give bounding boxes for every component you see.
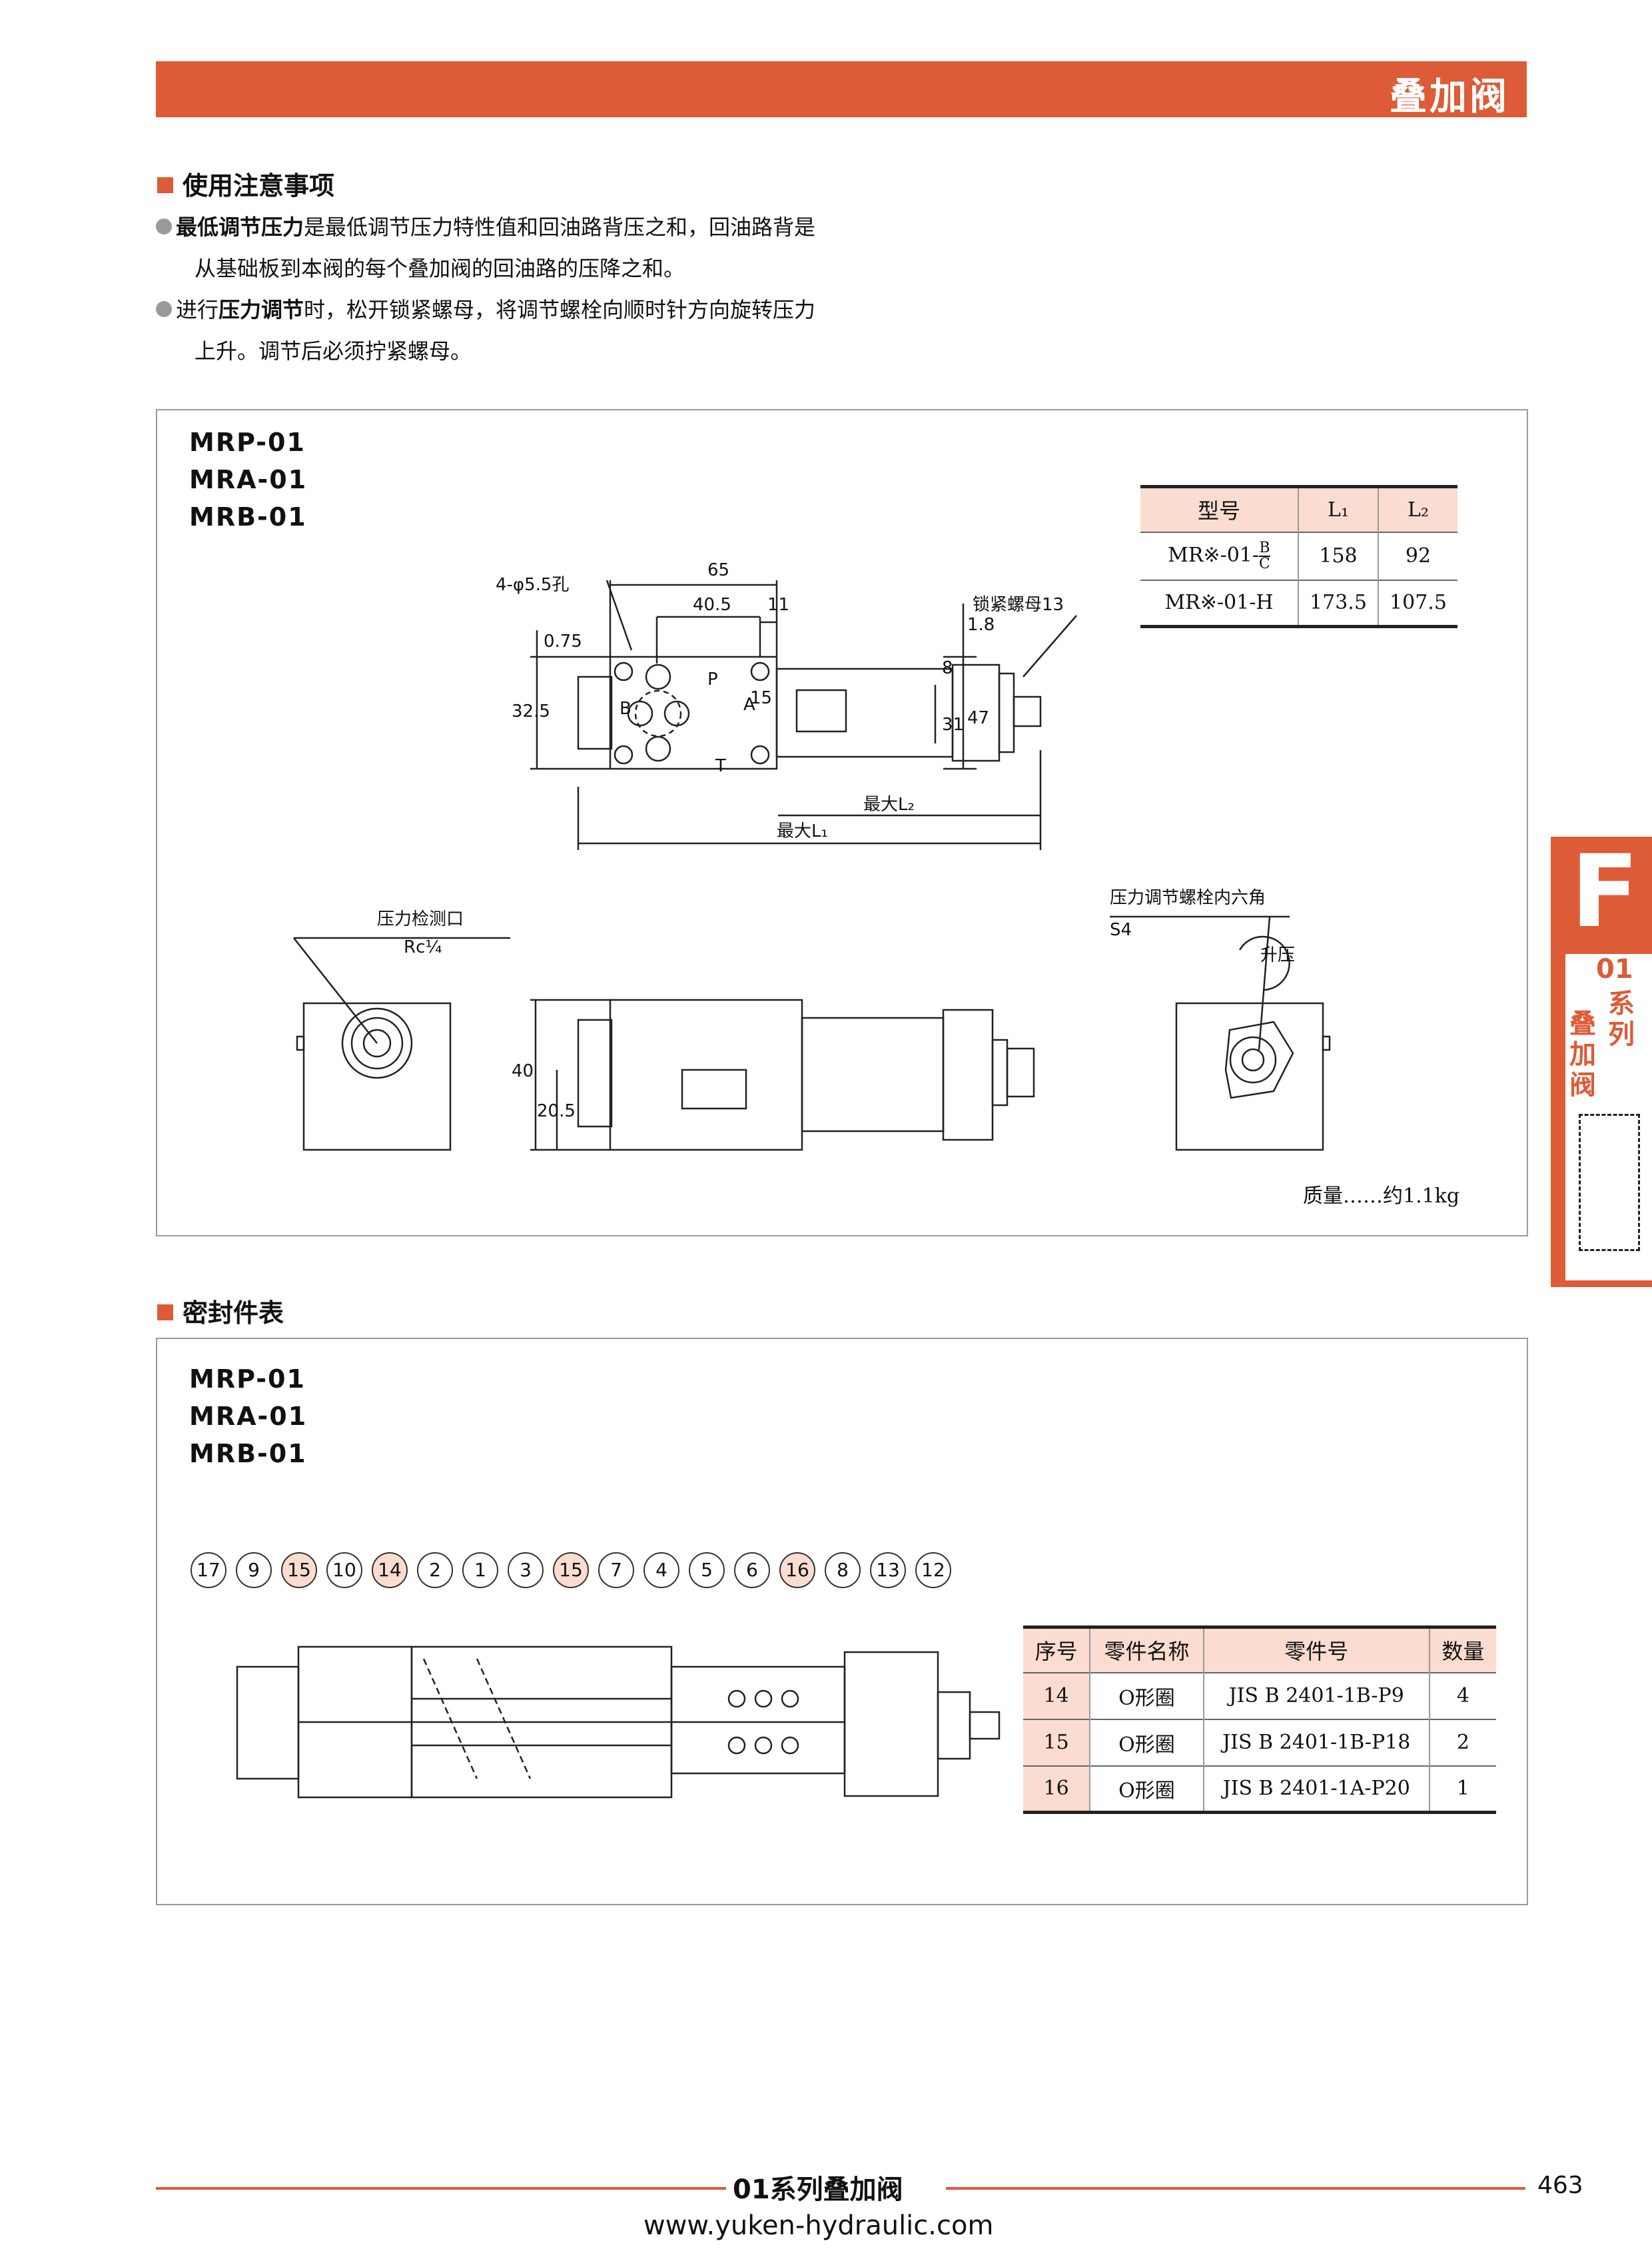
gauge-port-label: 压力检测口: [377, 909, 464, 929]
square-bullet-icon: [157, 177, 173, 193]
valve-right-view: [1175, 1002, 1324, 1151]
rise-label: 升压: [1260, 945, 1295, 965]
valve-front-view: [609, 999, 803, 1151]
page-title: 叠加阀: [1390, 75, 1509, 119]
footer-series: 01系列叠加阀: [733, 2174, 903, 2205]
holes-label: 4-φ5.5孔: [496, 575, 569, 595]
svg-text:32.5: 32.5: [512, 701, 550, 721]
callout-circle: 4: [643, 1552, 679, 1588]
side-tab-inner: 01 系 列 叠 加 阀: [1561, 954, 1652, 1280]
callout-circle: 8: [825, 1552, 861, 1588]
usage-notes: 最低调节压力是最低调节压力特性值和回油路背压之和，回油路背是 从基础板到本阀的每…: [156, 207, 982, 372]
dimension-drawing: 4-φ5.5孔 锁紧螺母13 最大L₂ 最大L₁ 压力检测口 Rc¹⁄₄ 压力调…: [293, 560, 1331, 1151]
callout-circle: 3: [508, 1552, 544, 1588]
usage-note-1: 最低调节压力是最低调节压力特性值和回油路背压之和，回油路背是 从基础板到本阀的每…: [156, 207, 982, 289]
svg-text:B: B: [620, 699, 631, 719]
table-row: MR※-01-H 173.5 107.5: [1140, 580, 1457, 627]
callout-circle: 6: [734, 1552, 770, 1588]
callout-circle: 14: [372, 1552, 408, 1588]
footer-line-left: [156, 2187, 726, 2190]
svg-text:20.5: 20.5: [537, 1101, 576, 1121]
s4-label: S4: [1110, 920, 1132, 940]
svg-text:11: 11: [767, 595, 789, 615]
port-p-mark: [645, 664, 671, 690]
svg-text:1.8: 1.8: [967, 615, 995, 635]
table-row: 16 O形圈 JIS B 2401-1A-P20 1: [1023, 1765, 1496, 1813]
bullet-dot-icon: [156, 219, 172, 234]
callout-circle: 9: [236, 1552, 272, 1588]
callout-circle: 1: [462, 1552, 498, 1588]
model-list: MRP-01 MRA-01 MRB-01: [189, 428, 308, 532]
svg-text:65: 65: [707, 560, 729, 580]
svg-text:0.75: 0.75: [544, 632, 582, 652]
svg-text:A: A: [743, 695, 755, 715]
seal-model-list: MRP-01 MRA-01 MRB-01: [189, 1364, 308, 1468]
page-number: 463: [1537, 2172, 1583, 2199]
seal-section-title: 密封件表: [157, 1292, 284, 1329]
callout-circle: 5: [689, 1552, 725, 1588]
callout-circle: 16: [779, 1552, 815, 1588]
gauge-thread-label: Rc¹⁄₄: [404, 937, 442, 957]
lock-nut-label: 锁紧螺母13: [973, 595, 1064, 615]
footer-url: www.yuken-hydraulic.com: [643, 2210, 994, 2241]
callout-circle: 15: [553, 1552, 589, 1588]
callout-circle: 15: [281, 1552, 317, 1588]
callout-circle: 13: [870, 1552, 906, 1588]
seal-cross-section: [236, 1645, 1001, 1799]
seal-table: 序号 零件名称 零件号 数量 14 O形圈 JIS B 2401-1B-P9 4…: [1023, 1625, 1496, 1814]
svg-text:47: 47: [967, 708, 989, 728]
callout-circle: 2: [417, 1552, 453, 1588]
mass-label: 质量……约1.1kg: [1303, 1184, 1460, 1208]
usage-section-title: 使用注意事项: [157, 165, 334, 202]
adjust-bolt-label: 压力调节螺栓内六角: [1110, 888, 1266, 908]
callout-circle: 12: [915, 1552, 951, 1588]
callout-circle: 17: [191, 1552, 226, 1588]
usage-note-2: 进行压力调节时，松开锁紧螺母，将调节螺栓向顺时针方向旋转压力 上升。调节后必须拧…: [156, 289, 982, 372]
square-bullet-icon: [157, 1304, 173, 1320]
svg-text:T: T: [715, 756, 726, 776]
svg-text:31: 31: [942, 715, 964, 735]
header-bar: 叠加阀: [156, 61, 1527, 119]
side-tab: F 01 系 列 叠 加 阀: [1551, 834, 1652, 1287]
svg-text:P: P: [707, 670, 718, 689]
svg-text:8: 8: [942, 658, 953, 678]
footer-line-right: [946, 2187, 1525, 2190]
svg-text:40: 40: [512, 1061, 534, 1081]
callout-circle: 10: [326, 1552, 362, 1588]
valve-left-view: [302, 1002, 452, 1151]
bullet-dot-icon: [156, 301, 172, 317]
callout-circle: 7: [598, 1552, 634, 1588]
table-row: 15 O形圈 JIS B 2401-1B-P18 2: [1023, 1719, 1496, 1766]
table-row: 14 O形圈 JIS B 2401-1B-P9 4: [1023, 1672, 1496, 1719]
max-l1-label: 最大L₁: [777, 821, 828, 841]
svg-text:15: 15: [750, 688, 772, 708]
svg-text:40.5: 40.5: [693, 595, 731, 615]
side-tab-letter: F: [1571, 834, 1639, 950]
max-l2-label: 最大L₂: [863, 795, 915, 815]
stack-valve-icon: [1579, 1114, 1640, 1251]
